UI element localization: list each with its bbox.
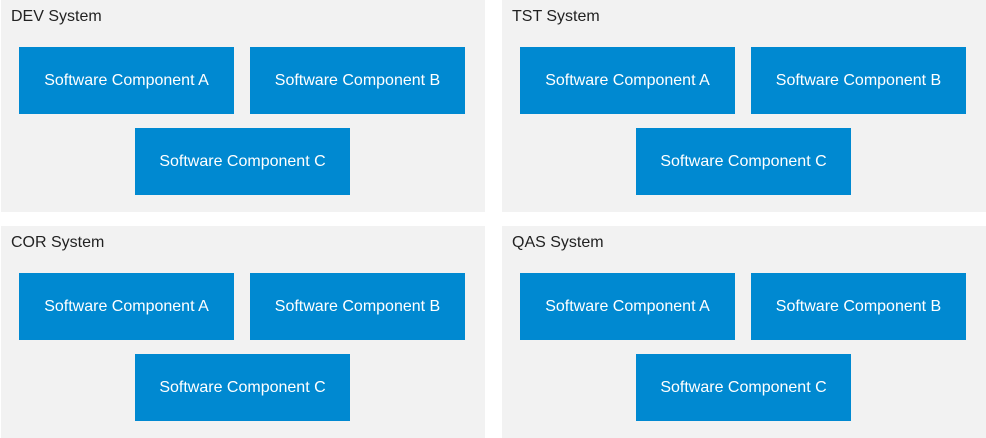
dev-system-title: DEV System	[11, 8, 102, 25]
tst-system-title: TST System	[512, 8, 600, 25]
dev-system-panel: DEV System Software Component A Software…	[1, 0, 485, 212]
qas-software-component-b[interactable]: Software Component B	[751, 273, 966, 340]
tst-software-component-b[interactable]: Software Component B	[751, 47, 966, 114]
tst-system-panel: TST System Software Component A Software…	[502, 0, 986, 212]
cor-system-title: COR System	[11, 234, 105, 251]
tst-software-component-c[interactable]: Software Component C	[636, 128, 851, 195]
qas-software-component-a[interactable]: Software Component A	[520, 273, 735, 340]
qas-software-component-c[interactable]: Software Component C	[636, 354, 851, 421]
dev-software-component-a[interactable]: Software Component A	[19, 47, 234, 114]
dev-software-component-b[interactable]: Software Component B	[250, 47, 465, 114]
qas-system-panel: QAS System Software Component A Software…	[502, 226, 986, 438]
tst-software-component-a[interactable]: Software Component A	[520, 47, 735, 114]
cor-software-component-c[interactable]: Software Component C	[135, 354, 350, 421]
dev-software-component-c[interactable]: Software Component C	[135, 128, 350, 195]
cor-software-component-b[interactable]: Software Component B	[250, 273, 465, 340]
cor-software-component-a[interactable]: Software Component A	[19, 273, 234, 340]
qas-system-title: QAS System	[512, 234, 604, 251]
cor-system-panel: COR System Software Component A Software…	[1, 226, 485, 438]
